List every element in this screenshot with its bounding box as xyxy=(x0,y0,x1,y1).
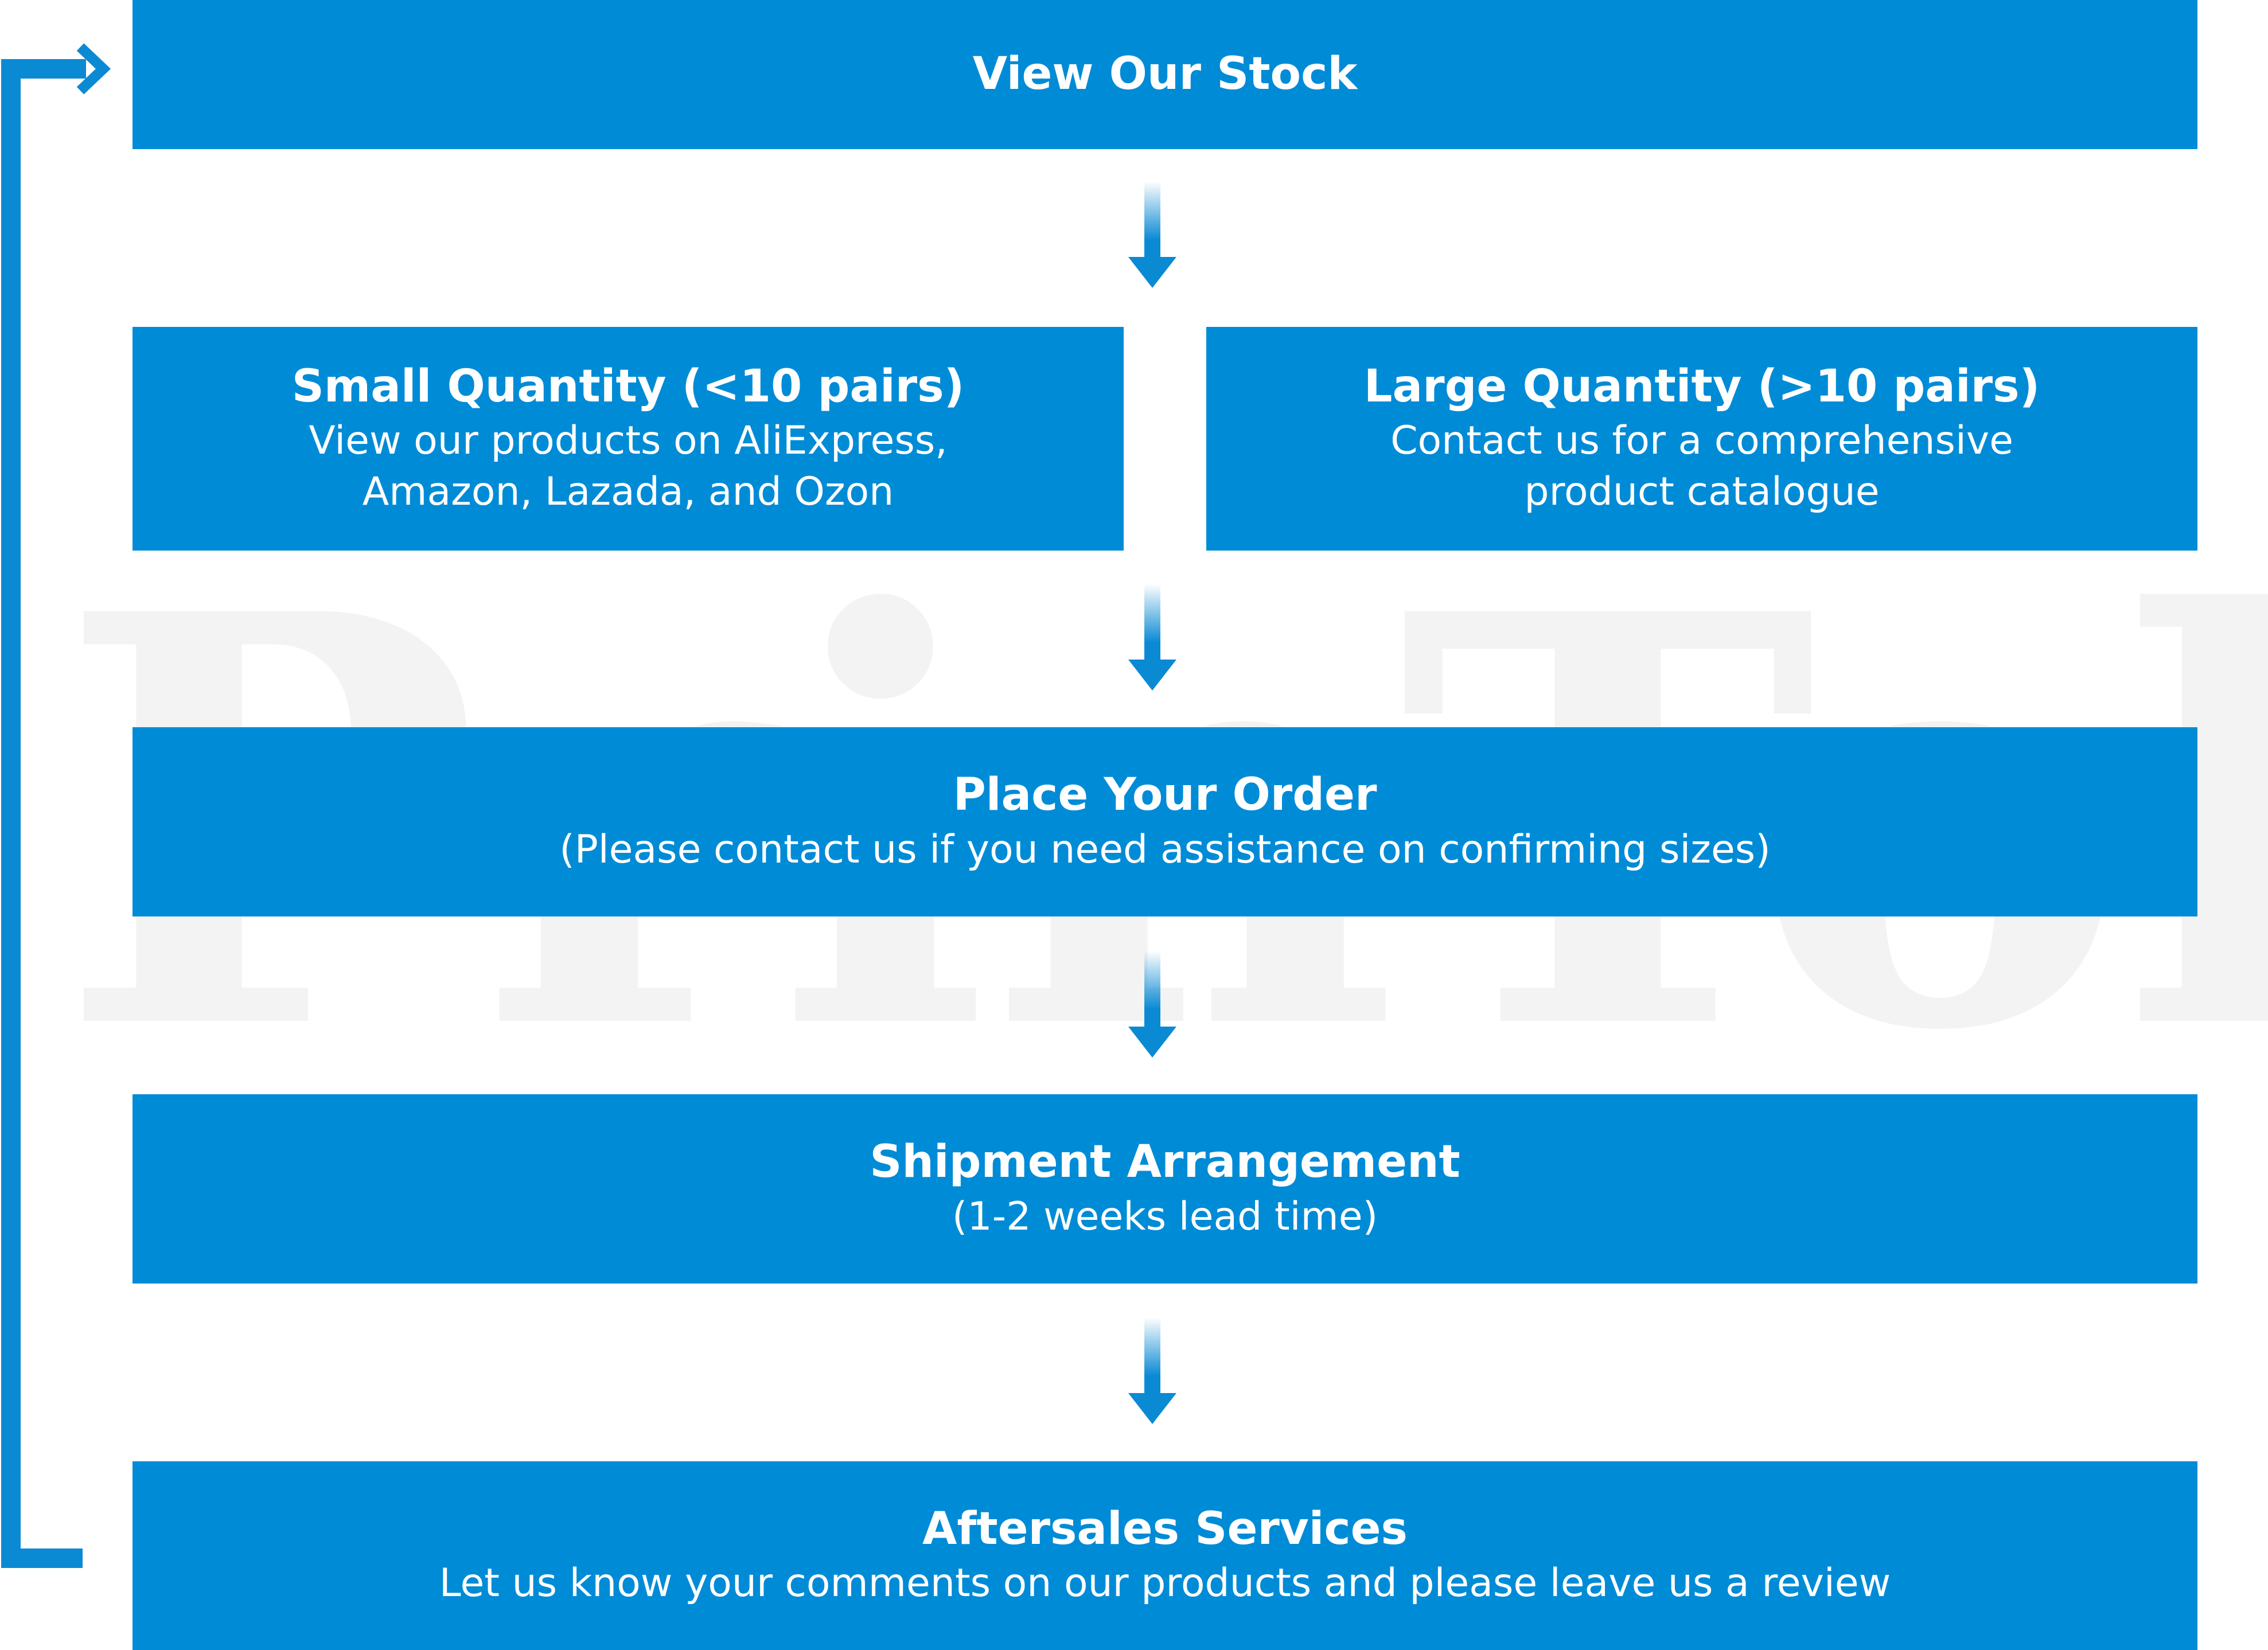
step-title: Shipment Arrangement xyxy=(870,1136,1460,1188)
down-arrow-icon xyxy=(1128,584,1176,691)
step-title: Large Quantity (>10 pairs) xyxy=(1363,360,2040,412)
step-title: Place Your Order xyxy=(953,769,1377,821)
step-place-your-order: Place Your Order (Please contact us if y… xyxy=(133,727,2197,916)
step-description: (Please contact us if you need assistanc… xyxy=(559,826,1771,872)
step-description: View our products on AliExpress, Amazon,… xyxy=(309,418,948,514)
step-large-quantity: Large Quantity (>10 pairs) Contact us fo… xyxy=(1206,327,2197,551)
step-aftersales-services: Aftersales Services Let us know your com… xyxy=(133,1461,2197,1650)
step-description: (1-2 weeks lead time) xyxy=(952,1193,1378,1239)
step-shipment-arrangement: Shipment Arrangement (1-2 weeks lead tim… xyxy=(133,1094,2197,1284)
step-title: View Our Stock xyxy=(972,48,1358,100)
step-view-our-stock: View Our Stock xyxy=(133,0,2197,149)
step-title: Aftersales Services xyxy=(922,1503,1408,1555)
down-arrow-icon xyxy=(1128,1317,1176,1424)
loop-back-arrow xyxy=(1,43,111,1568)
step-description: Contact us for a comprehensive product c… xyxy=(1390,418,2013,514)
down-arrow-icon xyxy=(1128,951,1176,1058)
step-title: Small Quantity (<10 pairs) xyxy=(291,360,965,412)
step-small-quantity: Small Quantity (<10 pairs) View our prod… xyxy=(133,327,1124,551)
step-description: Let us know your comments on our product… xyxy=(439,1561,1891,1606)
down-arrow-icon xyxy=(1128,181,1176,288)
